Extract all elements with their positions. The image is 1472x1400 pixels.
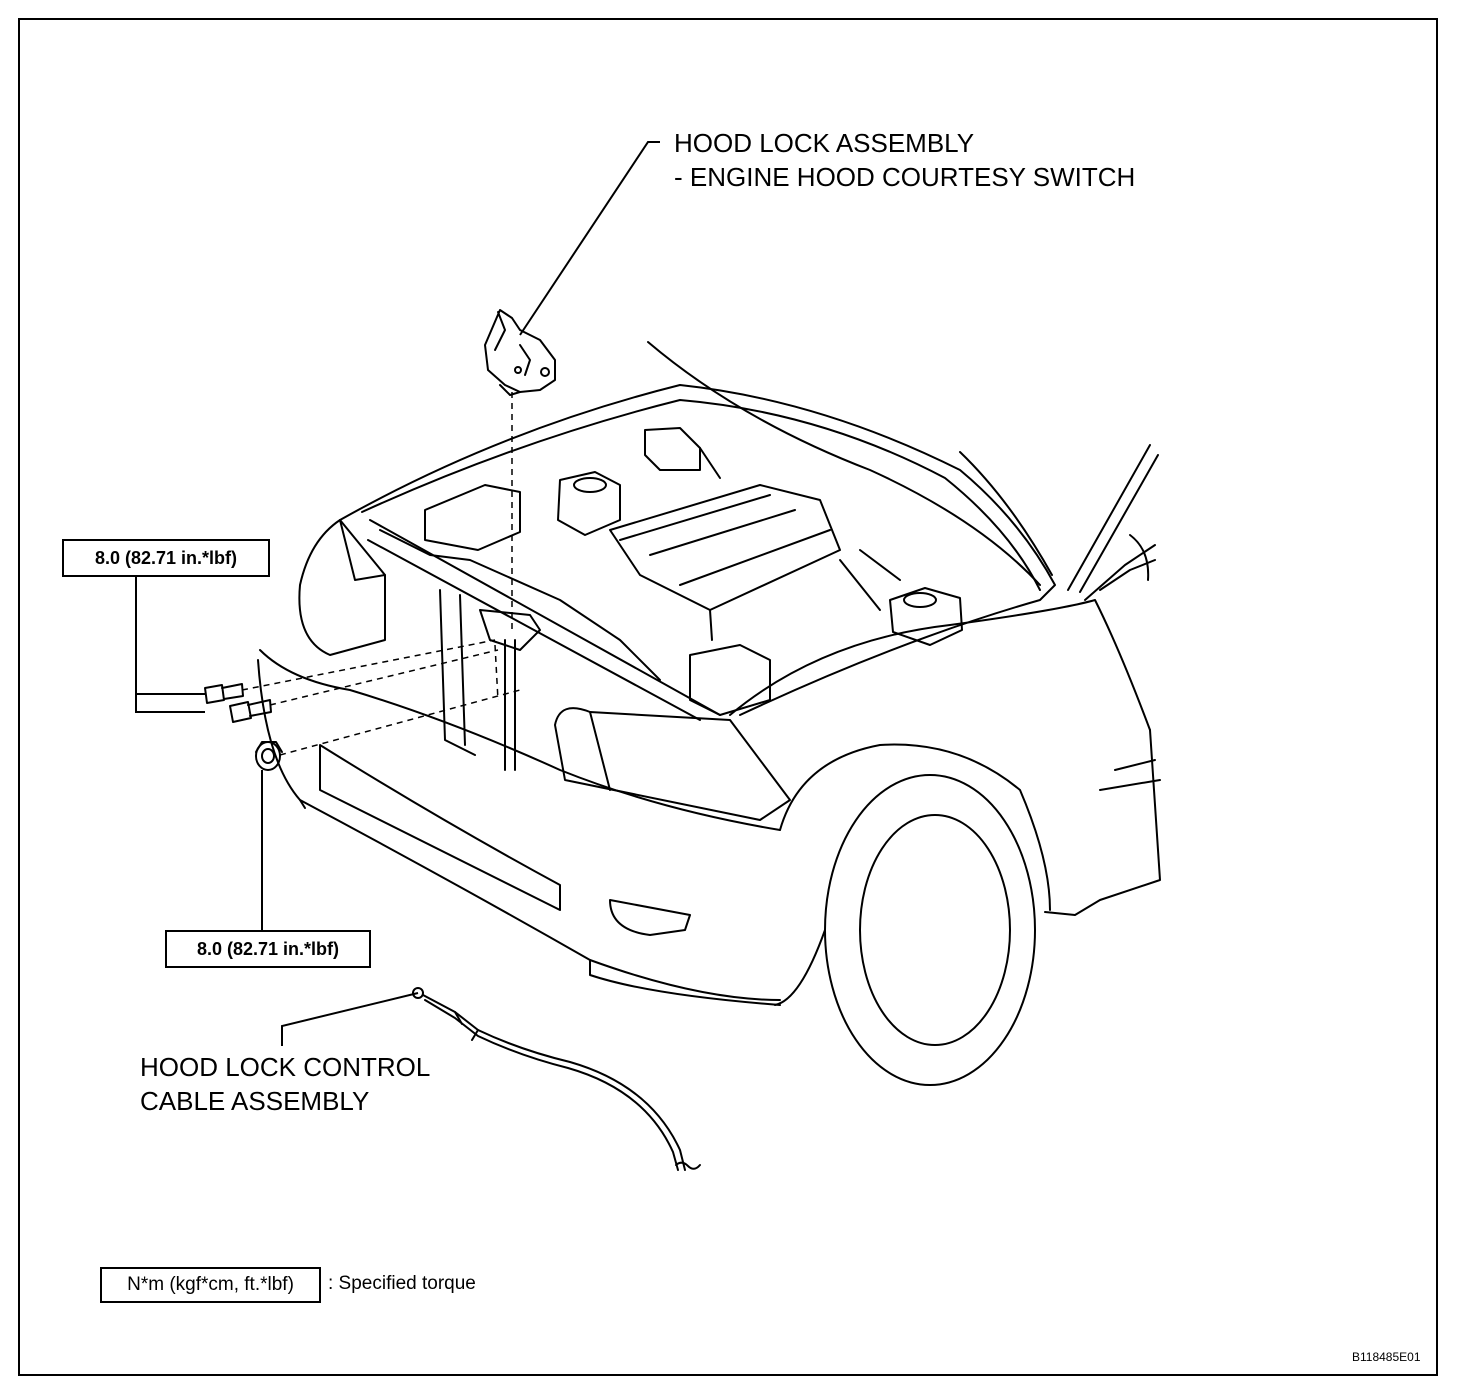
hood-lock-leader <box>519 141 660 336</box>
hood-panel <box>647 341 1041 586</box>
bolt-middle <box>229 699 272 723</box>
cable-leader <box>281 992 419 1046</box>
hood-lock-part <box>484 309 556 396</box>
torque-spec-upper: 8.0 (82.71 in.*lbf) <box>62 539 270 577</box>
bolt-upper <box>204 683 244 704</box>
front-bumper <box>257 659 781 1001</box>
torque-spec-lower: 8.0 (82.71 in.*lbf) <box>165 930 371 968</box>
diagram-frame <box>18 18 1438 1376</box>
cable-label-line-1: HOOD LOCK CONTROL <box>140 1052 431 1082</box>
torque-leader-upper <box>135 573 205 713</box>
legend-unit-box: N*m (kgf*cm, ft.*lbf) <box>100 1267 321 1303</box>
front-fender <box>729 599 1151 731</box>
legend-description: : Specified torque <box>328 1273 476 1294</box>
figure-code: B118485E01 <box>1352 1350 1421 1364</box>
right-headlight <box>554 707 791 821</box>
hood-lock-label-line-2: - ENGINE HOOD COURTESY SWITCH <box>674 162 1136 192</box>
cable-label-line-2: CABLE ASSEMBLY <box>140 1086 370 1116</box>
front-wheel <box>824 774 1036 1086</box>
control-cable-label: HOOD LOCK CONTROL CABLE ASSEMBLY <box>140 1050 430 1118</box>
hood-lock-label-line-1: HOOD LOCK ASSEMBLY <box>674 128 975 158</box>
engine-bay-outline <box>339 384 1056 716</box>
left-headlight <box>298 519 386 656</box>
hood-lock-assembly-label: HOOD LOCK ASSEMBLY - ENGINE HOOD COURTES… <box>674 126 1135 194</box>
nut-lower <box>255 741 283 771</box>
control-cable <box>412 987 701 1171</box>
